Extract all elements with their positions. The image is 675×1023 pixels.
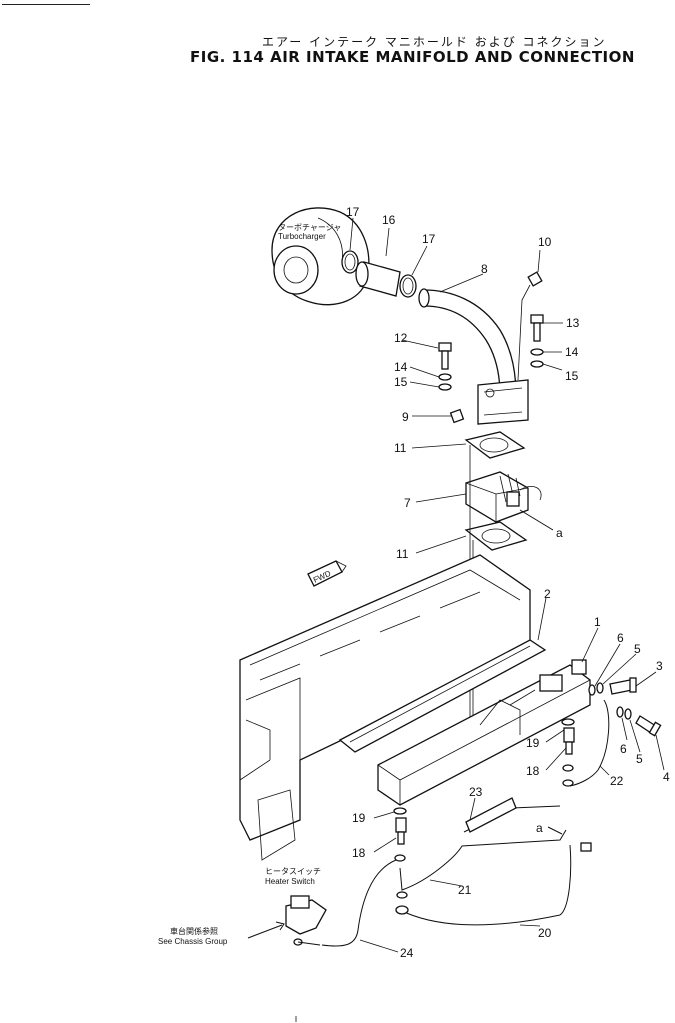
see-chassis-label: See Chassis Group xyxy=(158,937,228,946)
turbocharger-label-jp: ターボチャージャ xyxy=(278,223,341,232)
callout-17: 17 xyxy=(422,232,436,246)
heater-sensor-18-right xyxy=(563,727,575,755)
washer-19-left xyxy=(393,807,407,815)
washer-6-upper xyxy=(588,684,596,696)
callout-6: 6 xyxy=(620,742,627,756)
clamp-17-left xyxy=(341,250,359,274)
callout-14: 14 xyxy=(394,360,408,374)
callout-18: 18 xyxy=(526,764,540,778)
leader-lines xyxy=(349,217,665,953)
bolt-12 xyxy=(438,342,452,370)
reference-a-heater: a xyxy=(556,526,563,540)
callout-1: 1 xyxy=(594,615,601,629)
nut-left xyxy=(394,854,406,862)
gasket-11-upper xyxy=(464,431,526,459)
turbocharger-label: Turbocharger xyxy=(278,232,326,241)
wire-21 xyxy=(399,829,567,891)
plug-10 xyxy=(527,271,543,287)
title-japanese: エアー インテーク マニホールド および コネクション xyxy=(262,35,607,49)
callout-5: 5 xyxy=(634,642,641,656)
engine-block xyxy=(239,554,531,861)
grommet-20 xyxy=(395,905,409,915)
fwd-arrow xyxy=(307,560,347,587)
callout-22: 22 xyxy=(610,774,624,788)
callout-24: 24 xyxy=(400,946,414,960)
wire-20 xyxy=(399,844,572,926)
callout-23: 23 xyxy=(469,785,483,799)
washer-14-right xyxy=(530,348,544,356)
bolt-4 xyxy=(635,715,662,737)
reference-a-wire: a xyxy=(536,821,543,835)
callout-13: 13 xyxy=(566,316,580,330)
washer-5-upper xyxy=(596,682,604,694)
connector-right xyxy=(580,842,592,852)
gasket-2 xyxy=(338,639,547,753)
callout-17: 17 xyxy=(346,205,360,219)
turbocharger xyxy=(271,207,370,306)
nut-right xyxy=(562,764,574,772)
heater-switch-label-jp: ヒータスイッチ xyxy=(265,867,321,876)
callout-19: 19 xyxy=(352,811,366,825)
heater-7 xyxy=(465,471,542,523)
heater-switch-label: Heater Switch xyxy=(265,877,315,886)
callout-7: 7 xyxy=(404,496,411,510)
heater-switch xyxy=(285,895,327,946)
top-rule xyxy=(2,4,90,5)
washer-15-right xyxy=(530,360,544,368)
washer-5-lower xyxy=(624,708,632,720)
callout-20: 20 xyxy=(538,926,552,940)
callout-4: 4 xyxy=(663,770,670,784)
wire-24 xyxy=(321,859,397,947)
callout-11: 11 xyxy=(396,547,409,561)
callout-21: 21 xyxy=(458,883,472,897)
callout-11: 11 xyxy=(394,441,407,455)
washer-6-lower xyxy=(616,706,624,718)
callout-3: 3 xyxy=(656,659,663,673)
callout-9: 9 xyxy=(402,410,409,424)
callout-19: 19 xyxy=(526,736,540,750)
terminal-right xyxy=(562,779,574,787)
washer-19-right xyxy=(561,718,575,726)
bolt-3 xyxy=(609,677,637,695)
callout-16: 16 xyxy=(382,213,396,227)
callout-5: 5 xyxy=(636,752,643,766)
bolt-13 xyxy=(530,314,544,342)
callout-6: 6 xyxy=(617,631,624,645)
wire-22 xyxy=(569,699,610,787)
intake-pipe-8 xyxy=(418,284,531,425)
callout-14: 14 xyxy=(565,345,579,359)
intake-manifold-1 xyxy=(377,659,591,806)
see-chassis-label-jp: 車台関係参照 xyxy=(170,926,218,936)
washer-14-left xyxy=(438,373,452,381)
terminal-21 xyxy=(396,891,408,899)
washer-15-left xyxy=(438,383,452,391)
plug-9 xyxy=(449,408,465,424)
wire-23 xyxy=(463,797,561,833)
clamp-17-right xyxy=(399,274,417,298)
gasket-11-lower xyxy=(464,521,528,551)
hose-16 xyxy=(355,261,401,297)
heater-sensor-18-left xyxy=(395,817,407,845)
callout-10: 10 xyxy=(538,235,552,249)
callout-8: 8 xyxy=(481,262,488,276)
callout-15: 15 xyxy=(394,375,408,389)
callout-18: 18 xyxy=(352,846,366,860)
callout-15: 15 xyxy=(565,369,579,383)
callout-2: 2 xyxy=(544,587,551,601)
callout-12: 12 xyxy=(394,331,408,345)
figure-title: FIG. 114 AIR INTAKE MANIFOLD AND CONNECT… xyxy=(190,48,635,66)
